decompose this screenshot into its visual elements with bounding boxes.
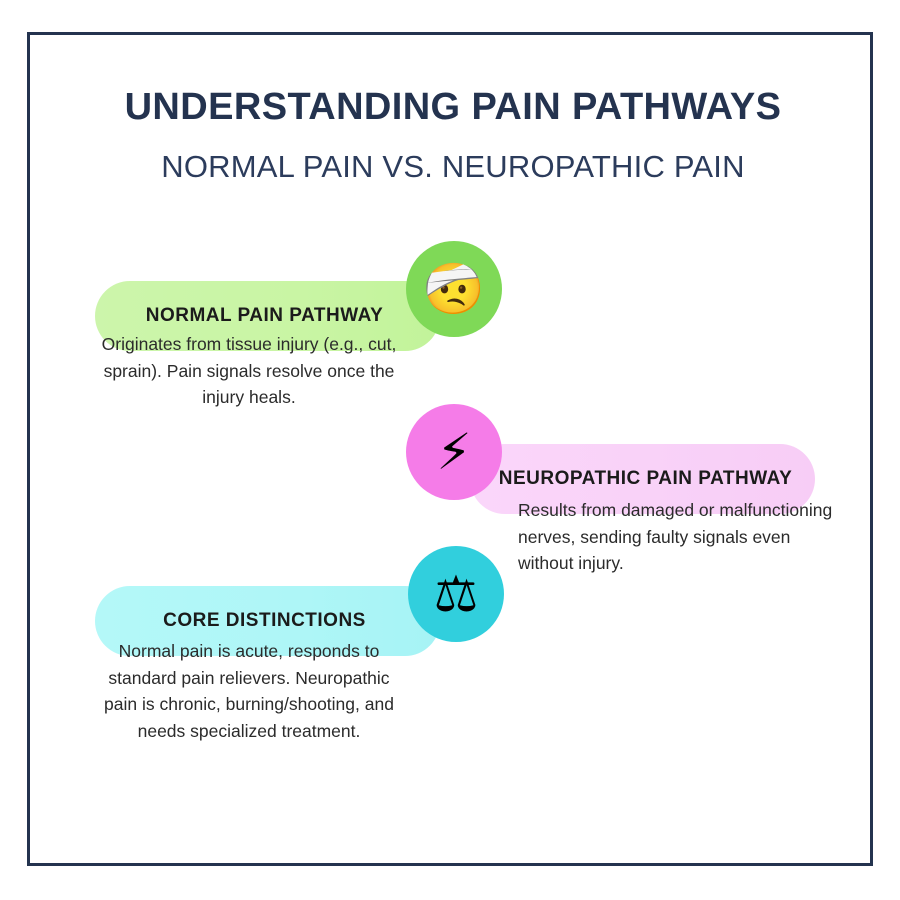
section-normal-pain-pathway-pill[interactable]: NORMAL PAIN PATHWAY — [95, 281, 440, 351]
section-core-distinctions-body: Normal pain is acute, responds to standa… — [104, 641, 394, 741]
balance-scale-glyph: ⚖ — [433, 565, 479, 623]
poster-header: UNDERSTANDING PAIN PATHWAYS NORMAL PAIN … — [30, 86, 876, 184]
section-neuropathic-pain-pathway-body: Results from damaged or malfunctioning n… — [518, 500, 833, 574]
section-normal-pain-pathway-body: Originates from tissue injury (e.g., cut… — [101, 334, 397, 408]
face-with-head-bandage-icon: 🤕 — [406, 241, 502, 337]
page-subtitle: NORMAL PAIN VS. NEUROPATHIC PAIN — [161, 148, 745, 184]
section-neuropathic-pain-pathway-pill[interactable]: NEUROPATHIC PAIN PATHWAY — [470, 444, 815, 514]
section-core-distinctions-pill[interactable]: CORE DISTINCTIONS — [95, 586, 440, 656]
face-with-head-bandage-glyph: 🤕 — [422, 260, 486, 318]
balance-scale-icon: ⚖ — [408, 546, 504, 642]
poster-frame-border: UNDERSTANDING PAIN PATHWAYS NORMAL PAIN … — [27, 32, 873, 866]
section-neuropathic-pain-pathway-label: NEUROPATHIC PAIN PATHWAY — [498, 468, 793, 489]
section-core-distinctions-label: CORE DISTINCTIONS — [163, 610, 366, 631]
high-voltage-lightning-bolt-icon: ⚡ — [406, 404, 502, 500]
page-title: UNDERSTANDING PAIN PATHWAYS — [124, 86, 782, 128]
high-voltage-lightning-bolt-glyph: ⚡ — [436, 423, 472, 481]
section-normal-pain-pathway-label: NORMAL PAIN PATHWAY — [145, 305, 384, 326]
